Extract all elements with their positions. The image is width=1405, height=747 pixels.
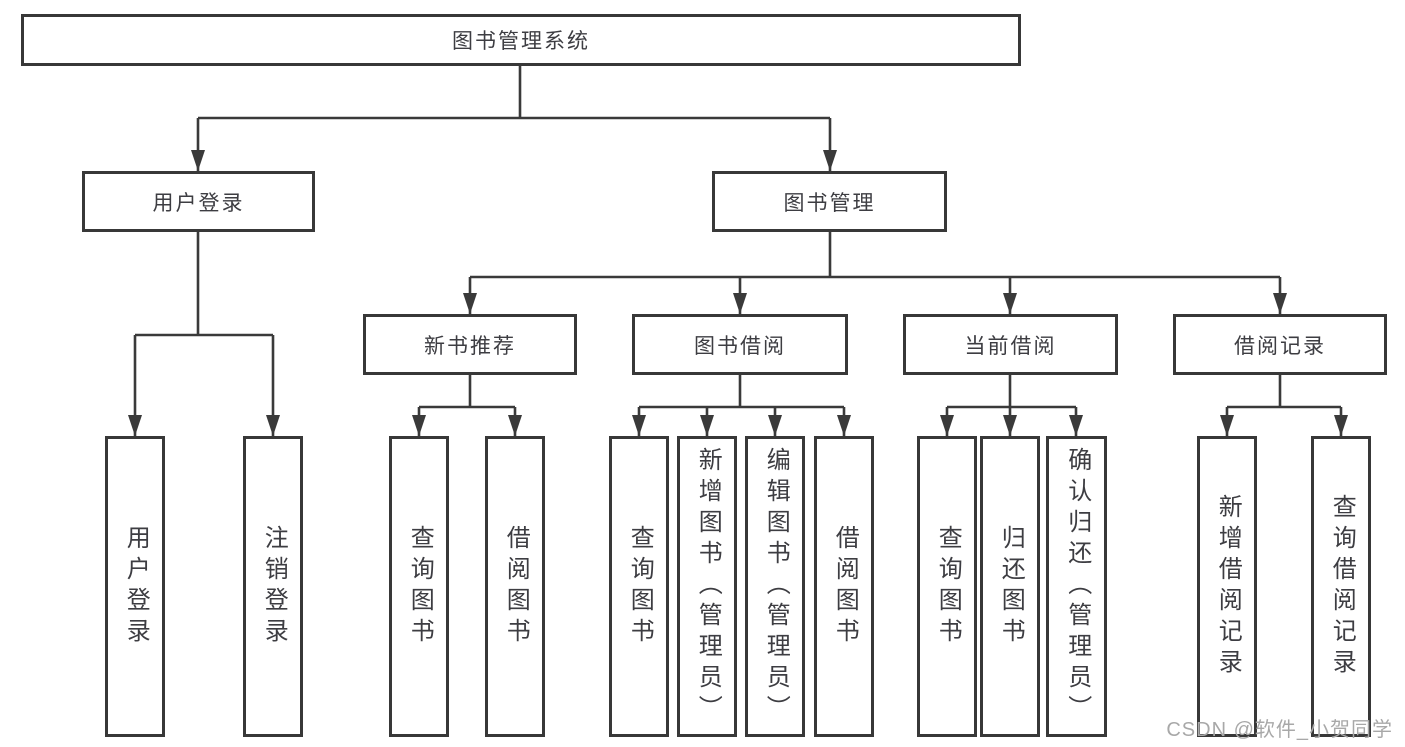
node-new-book-recommend: 新书推荐 xyxy=(363,314,577,375)
leaf-confirm-return-admin: 确认归还（管理员） xyxy=(1046,436,1107,737)
leaf-query-books-borrow: 查询图书 xyxy=(609,436,669,737)
leaf-query-borrow-record: 查询借阅记录 xyxy=(1311,436,1371,737)
leaf-add-book-admin: 新增图书（管理员） xyxy=(677,436,737,737)
leaf-return-book: 归还图书 xyxy=(980,436,1040,737)
node-book-borrow: 图书借阅 xyxy=(632,314,848,375)
node-root-system: 图书管理系统 xyxy=(21,14,1021,66)
leaf-query-books-current: 查询图书 xyxy=(917,436,977,737)
node-book-management: 图书管理 xyxy=(712,171,947,232)
leaf-borrow-books-recommend: 借阅图书 xyxy=(485,436,545,737)
node-current-borrow: 当前借阅 xyxy=(903,314,1118,375)
leaf-add-borrow-record: 新增借阅记录 xyxy=(1197,436,1257,737)
leaf-edit-book-admin: 编辑图书（管理员） xyxy=(745,436,805,737)
leaf-query-books-recommend: 查询图书 xyxy=(389,436,449,737)
leaf-user-login: 用户登录 xyxy=(105,436,165,737)
node-user-login: 用户登录 xyxy=(82,171,315,232)
leaf-logout: 注销登录 xyxy=(243,436,303,737)
leaf-borrow-books: 借阅图书 xyxy=(814,436,874,737)
csdn-watermark: CSDN @软件_小贺同学 xyxy=(1166,719,1393,741)
node-borrow-records: 借阅记录 xyxy=(1173,314,1387,375)
